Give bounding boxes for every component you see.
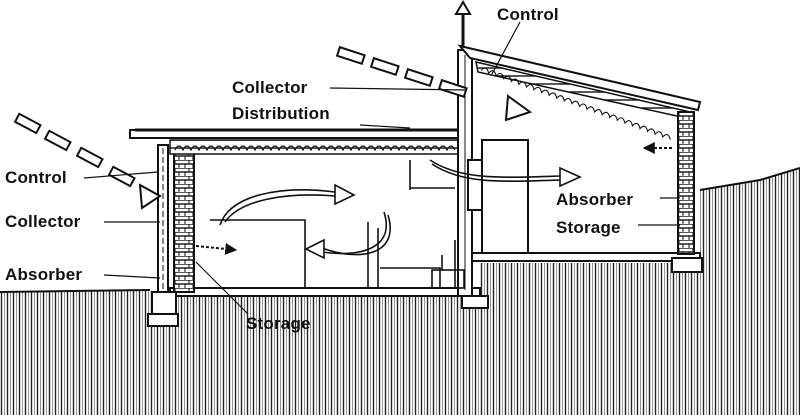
sunspace-roof [457, 44, 702, 140]
label-storage-right: Storage [556, 218, 621, 237]
air-flow-arrows [195, 142, 672, 260]
label-absorber-right: Absorber [556, 190, 634, 209]
label-collector-top: Collector [232, 78, 308, 97]
label-control-left: Control [5, 168, 67, 187]
label-distribution: Distribution [232, 104, 330, 123]
ground [0, 167, 800, 415]
main-roof [129, 128, 473, 155]
sun-rays [13, 45, 533, 210]
label-collector-left: Collector [5, 212, 81, 231]
interior-partitions [210, 160, 465, 289]
right-wall [671, 111, 703, 273]
left-wall [147, 144, 195, 327]
label-control-top: Control [497, 5, 559, 24]
label-storage-bottom: Storage [246, 314, 311, 333]
label-absorber-left: Absorber [5, 265, 83, 284]
label-leader-lines [83, 21, 680, 315]
